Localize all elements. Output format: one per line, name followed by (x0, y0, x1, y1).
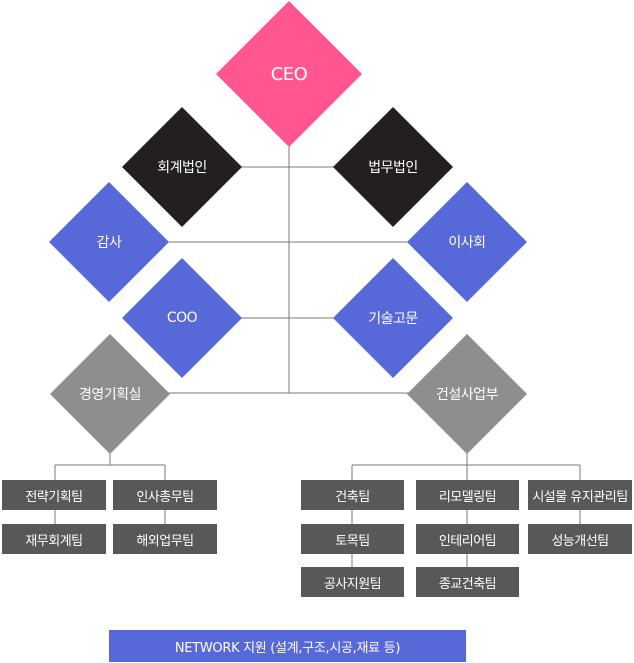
management-planning-label: 경영기획실 (79, 387, 141, 403)
team-box: 건축팀 (301, 480, 404, 510)
team-box: 성능개선팀 (528, 524, 632, 554)
coo-label: COO (166, 310, 198, 326)
law-firm-label: 법무법인 (368, 160, 418, 176)
team-box: 인테리어팀 (416, 524, 519, 554)
ceo-label: CEO (270, 63, 308, 85)
board-label: 이사회 (448, 235, 486, 251)
ceo-node: CEO (216, 1, 362, 147)
team-box: 종교건축팀 (416, 567, 519, 597)
team-box: 해외업무팀 (113, 524, 217, 554)
team-box: 인사총무팀 (113, 480, 217, 510)
construction-division-node: 건설사업부 (407, 334, 527, 454)
team-box: 재무회계팀 (2, 524, 106, 554)
audit-label: 감사 (96, 235, 122, 251)
team-box: 토목팀 (301, 524, 404, 554)
team-box: 리모델링팀 (416, 480, 519, 510)
accounting-firm-node: 회계법인 (122, 107, 242, 227)
construction-division-label: 건설사업부 (436, 387, 498, 403)
network-support-banner: NETWORK 지원 (설계,구조,시공,재료 등) (109, 630, 466, 662)
audit-node: 감사 (49, 182, 169, 302)
tech-advisor-node: 기술고문 (333, 258, 453, 378)
accounting-firm-label: 회계법인 (157, 160, 207, 176)
team-box: 공사지원팀 (301, 567, 404, 597)
tech-advisor-label: 기술고문 (368, 311, 418, 327)
board-node: 이사회 (407, 182, 527, 302)
coo-node: COO (122, 258, 242, 378)
law-firm-node: 법무법인 (333, 107, 453, 227)
management-planning-node: 경영기획실 (50, 334, 170, 454)
team-box: 전략기획팀 (2, 480, 106, 510)
team-box: 시설물 유지관리팀 (528, 480, 632, 510)
